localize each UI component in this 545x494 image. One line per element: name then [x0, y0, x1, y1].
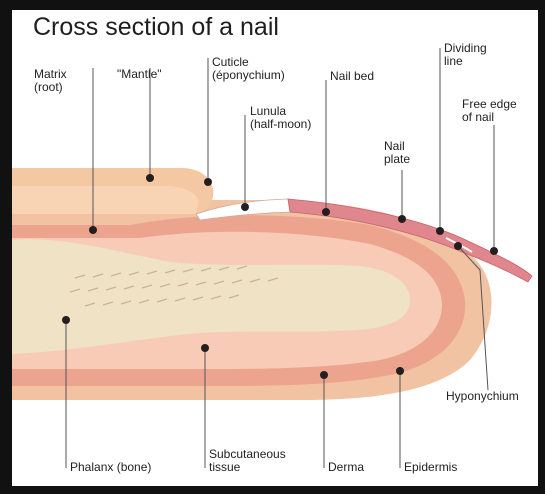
matrix-root [12, 186, 198, 214]
label-hyponychium: Hyponychium [446, 390, 519, 403]
label-mantle: "Mantle" [117, 68, 162, 81]
label-subcutaneous: Subcutaneous tissue [209, 448, 286, 474]
label-derma: Derma [328, 461, 364, 474]
label-nail-bed: Nail bed [330, 70, 374, 83]
label-free-edge: Free edge of nail [462, 98, 517, 124]
diagram-title: Cross section of a nail [33, 13, 279, 41]
label-dividing-line: Dividing line [444, 42, 487, 68]
label-phalanx: Phalanx (bone) [70, 461, 151, 474]
label-epidermis: Epidermis [404, 461, 457, 474]
label-nail-plate: Nail plate [384, 140, 410, 166]
label-cuticle: Cuticle (éponychium) [212, 56, 285, 82]
label-matrix: Matrix (root) [34, 68, 67, 94]
label-lunula: Lunula (half-moon) [250, 105, 311, 131]
